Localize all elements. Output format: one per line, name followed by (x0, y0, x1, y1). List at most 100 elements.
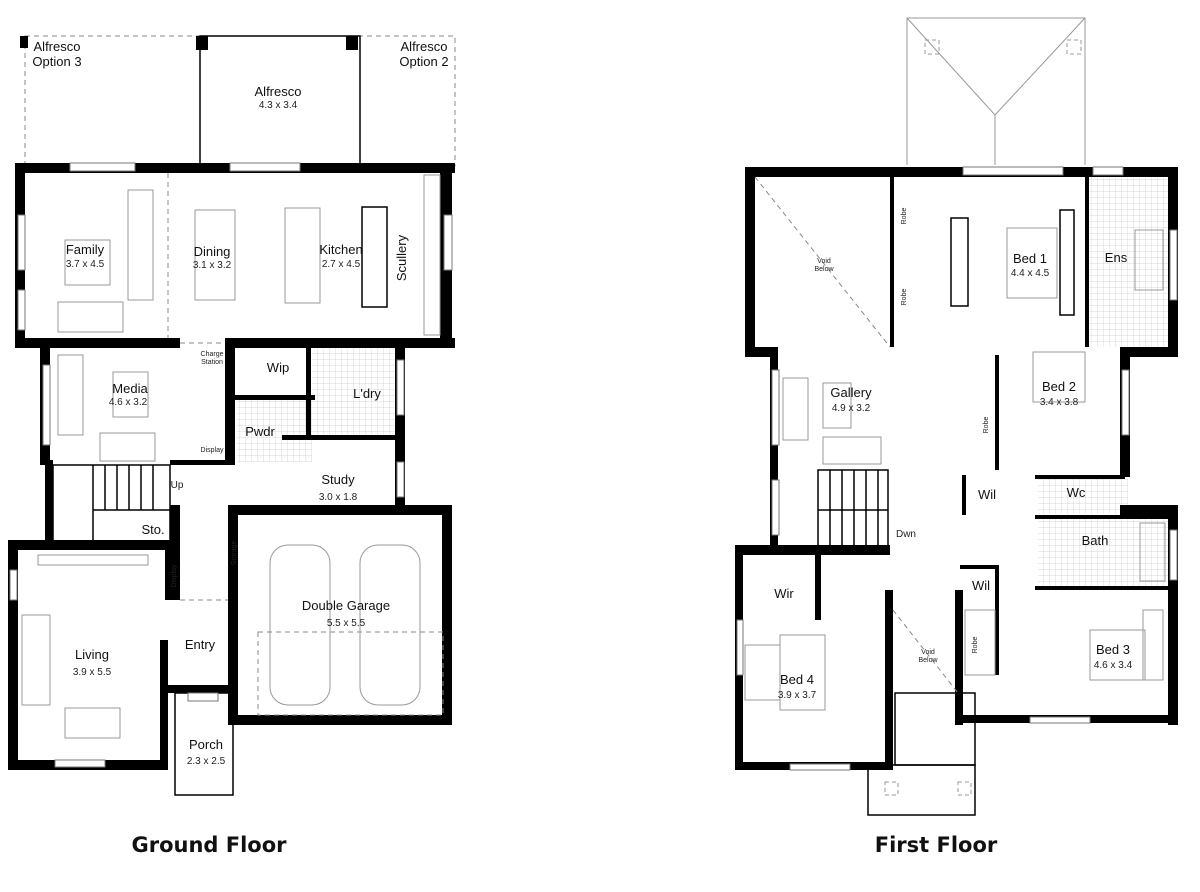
ground-floor-plan: Alfresco Option 3 Alfresco Option 2 Alfr… (8, 35, 456, 857)
label-scullery: Scullery (394, 234, 409, 281)
window (229, 162, 301, 172)
window (17, 214, 26, 271)
label-wil-2: Wil (972, 578, 990, 593)
label-media: Media (112, 381, 148, 396)
first-floor-plan: Void Below Robe Robe Bed 1 4.4 x 4.5 Ens… (735, 17, 1178, 857)
window (1169, 529, 1178, 581)
window (9, 569, 18, 601)
window (736, 619, 744, 676)
window (396, 359, 405, 416)
label-robe: Robe (901, 208, 908, 225)
window (1092, 166, 1124, 176)
void-diagonal (754, 176, 891, 348)
post-marker (884, 781, 899, 796)
label-bath: Bath (1082, 533, 1109, 548)
first-floor-title: First Floor (875, 833, 998, 857)
label-display: Display (201, 447, 224, 454)
size-bed-1: 4.4 x 4.5 (1011, 268, 1050, 279)
size-alfresco: 4.3 x 3.4 (259, 100, 298, 111)
balcony-outline (867, 764, 976, 816)
window (771, 479, 780, 536)
window (771, 369, 780, 446)
stairs (52, 464, 171, 546)
label-charge-station: Station (201, 359, 223, 366)
label-bed-2: Bed 2 (1042, 379, 1076, 394)
window (54, 759, 106, 768)
size-double-garage: 5.5 x 5.5 (327, 618, 366, 629)
window (69, 162, 136, 172)
window (17, 289, 26, 331)
label-void-2: Void (921, 649, 935, 656)
size-study: 3.0 x 1.8 (319, 492, 358, 503)
label-bed-4: Bed 4 (780, 672, 814, 687)
label-living: Living (75, 647, 109, 662)
size-bed-4: 3.9 x 3.7 (778, 690, 817, 701)
size-bed-3: 4.6 x 3.4 (1094, 660, 1133, 671)
size-dining: 3.1 x 3.2 (193, 260, 232, 271)
label-porch: Porch (189, 737, 223, 752)
label-robe: Robe (983, 417, 990, 434)
label-display-2: Display (171, 564, 178, 587)
label-double-garage: Double Garage (302, 598, 390, 613)
post (346, 36, 358, 50)
window (1169, 229, 1178, 301)
label-void: Void (817, 258, 831, 265)
label-storage: Storage (231, 541, 238, 566)
label-up: Up (171, 480, 184, 491)
label-wip: Wip (267, 360, 289, 375)
label-family: Family (66, 242, 105, 257)
size-kitchen: 2.7 x 4.5 (322, 259, 361, 270)
window (962, 166, 1064, 176)
label-robe: Robe (972, 637, 979, 654)
label-alfresco: Alfresco (255, 84, 302, 99)
label-wir: Wir (774, 586, 794, 601)
size-family: 3.7 x 4.5 (66, 259, 105, 270)
powder-tiles (237, 400, 312, 462)
label-ens: Ens (1105, 250, 1128, 265)
post (20, 36, 28, 48)
post-marker (957, 781, 972, 796)
furniture (21, 174, 441, 739)
label-bed-3: Bed 3 (1096, 642, 1130, 657)
size-media: 4.6 x 3.2 (109, 397, 148, 408)
size-gallery: 4.9 x 3.2 (832, 403, 871, 414)
label-alfresco-option-3-sub: Option 3 (32, 54, 81, 69)
size-living: 3.9 x 5.5 (73, 667, 112, 678)
furniture (744, 209, 1166, 711)
label-pwdr: Pwdr (245, 424, 275, 439)
bath-tiles (1038, 518, 1168, 588)
label-kitchen: Kitchen (319, 242, 362, 257)
laundry-tiles (312, 345, 400, 437)
window (1121, 369, 1130, 436)
ensuite-tiles (1085, 175, 1171, 347)
label-robe: Robe (901, 289, 908, 306)
label-wc: Wc (1067, 485, 1086, 500)
garage-door-outline (257, 631, 444, 716)
size-bed-2: 3.4 x 3.8 (1040, 397, 1079, 408)
label-gallery: Gallery (830, 385, 872, 400)
size-porch: 2.3 x 2.5 (187, 756, 226, 767)
label-dwn: Dwn (896, 529, 916, 540)
label-entry: Entry (185, 637, 216, 652)
window (187, 692, 219, 702)
roof-outline (906, 17, 1086, 165)
alfresco-options-outline (24, 35, 456, 167)
window (1029, 716, 1091, 724)
window (42, 364, 51, 446)
label-alfresco-option-2-sub: Option 2 (399, 54, 448, 69)
label-void-2-below: Below (918, 657, 938, 664)
window (396, 461, 405, 498)
label-alfresco-option-2: Alfresco (401, 39, 448, 54)
label-bed-1: Bed 1 (1013, 251, 1047, 266)
label-wil: Wil (978, 487, 996, 502)
post (196, 36, 208, 50)
label-charge: Charge (201, 351, 224, 358)
ground-floor-title: Ground Floor (131, 833, 287, 857)
label-dining: Dining (194, 244, 231, 259)
label-void-below: Below (814, 266, 834, 273)
label-sto: Sto. (141, 522, 164, 537)
window (443, 214, 453, 271)
stairs (817, 469, 889, 551)
label-laundry: L'dry (353, 386, 381, 401)
